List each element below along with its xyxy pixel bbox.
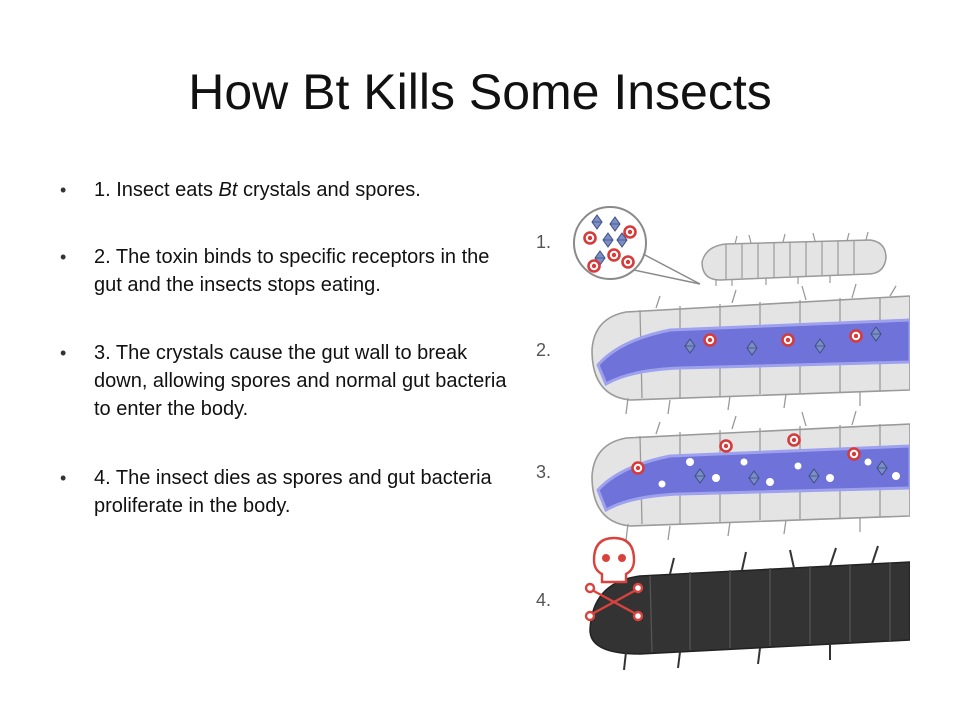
bullet-step-1: 1. Insect eats Bt crystals and spores. bbox=[60, 176, 520, 204]
step-label-3: 3. bbox=[536, 462, 551, 482]
gut-bacteria bbox=[658, 458, 900, 488]
bullet-step-1-prefix: 1. Insect eats bbox=[94, 179, 219, 201]
spore-icon bbox=[583, 231, 597, 245]
spore-icon bbox=[849, 329, 863, 343]
bullet-step-2: 2. The toxin binds to specific receptors… bbox=[60, 243, 520, 299]
spore-icon bbox=[587, 259, 601, 273]
spore-icon bbox=[631, 461, 645, 475]
spore-icon bbox=[621, 255, 635, 269]
step-label-2: 2. bbox=[536, 340, 551, 360]
step-label-1: 1. bbox=[536, 232, 551, 252]
spore-icon bbox=[623, 225, 637, 239]
spore-icon bbox=[847, 447, 861, 461]
bullet-step-3: 3. The crystals cause the gut wall to br… bbox=[60, 339, 520, 423]
small-caterpillar bbox=[701, 231, 887, 286]
spore-icon bbox=[719, 439, 733, 453]
bullet-step-1-suffix: crystals and spores. bbox=[237, 179, 421, 201]
magnifier-pointer-upper bbox=[633, 269, 701, 285]
step-4-scene bbox=[584, 536, 910, 670]
bullet-list: 1. Insect eats Bt crystals and spores. 2… bbox=[60, 176, 520, 548]
step-3-scene bbox=[591, 410, 910, 541]
spore-icon bbox=[781, 333, 795, 347]
dead-caterpillar-body bbox=[589, 561, 910, 655]
spore-icon bbox=[607, 248, 621, 262]
spore-icon bbox=[787, 433, 801, 447]
bt-insect-illustration: 1. 2. 3. 4. bbox=[536, 206, 910, 670]
step-label-4: 4. bbox=[536, 590, 551, 610]
skull-crossbones-icon bbox=[584, 536, 644, 622]
bullet-step-4: 4. The insect dies as spores and gut bac… bbox=[60, 464, 520, 520]
step-1-scene bbox=[573, 206, 887, 286]
step-2-scene bbox=[591, 283, 910, 415]
magnifier-pointer-lower bbox=[642, 253, 701, 285]
bullet-step-1-italic: Bt bbox=[218, 179, 238, 201]
spore-icon bbox=[703, 333, 717, 347]
slide-title: How Bt Kills Some Insects bbox=[188, 64, 772, 120]
